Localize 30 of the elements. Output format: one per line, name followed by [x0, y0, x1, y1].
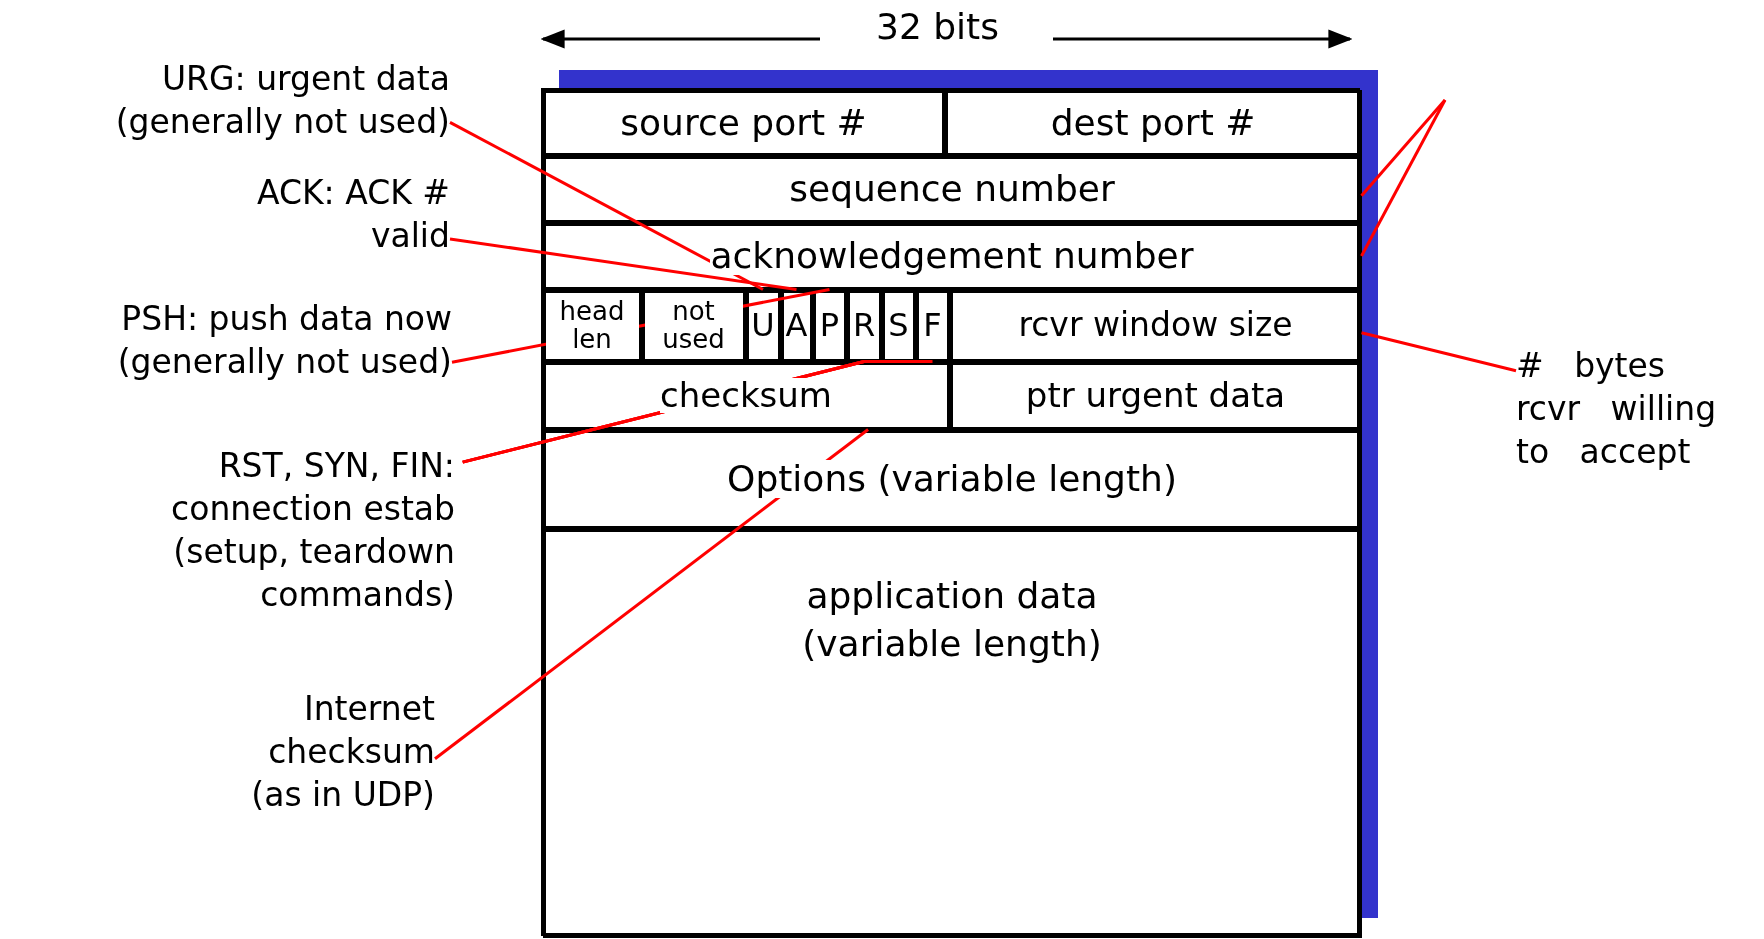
header-field: Options (variable length): [542, 429, 1362, 529]
leader-line: [1360, 99, 1447, 197]
annotation-text: PSH: push data now (generally not used): [0, 298, 452, 384]
leader-line: [1360, 99, 1447, 257]
header-field: sequence number: [542, 155, 1362, 223]
header-field: head len: [542, 289, 642, 362]
leader-line: [449, 237, 797, 291]
header-field: acknowledgement number: [542, 222, 1362, 290]
flag-bit-field: F: [915, 289, 950, 362]
header-field: dest port #: [944, 89, 1362, 156]
flag-bit-field: A: [780, 289, 813, 362]
header-field: ptr urgent data: [949, 361, 1362, 430]
annotation-text: URG: urgent data (generally not used): [20, 58, 450, 144]
leader-line: [434, 428, 869, 760]
flag-bit-field: R: [846, 289, 882, 362]
flag-bit-field: P: [812, 289, 847, 362]
leader-line: [449, 121, 764, 291]
flag-bit-field: U: [745, 289, 781, 362]
annotation-text: RST, SYN, FIN: connection estab (setup, teardown commands): [70, 445, 455, 617]
header-field: rcvr window size: [949, 289, 1362, 362]
flag-bit-field: S: [881, 289, 916, 362]
leader-line: [1361, 331, 1517, 373]
header-field: source port #: [542, 89, 945, 156]
annotation-text: # bytes rcvr willing to accept: [1516, 345, 1744, 474]
width-label: 32 bits: [875, 6, 1000, 47]
data-area: application data (variable length): [542, 528, 1362, 938]
annotation-text: ACK: ACK # valid: [195, 172, 450, 258]
header-field: not used: [641, 289, 746, 362]
annotation-text: Internet checksum (as in UDP): [235, 688, 435, 817]
header-field: checksum: [542, 361, 950, 430]
